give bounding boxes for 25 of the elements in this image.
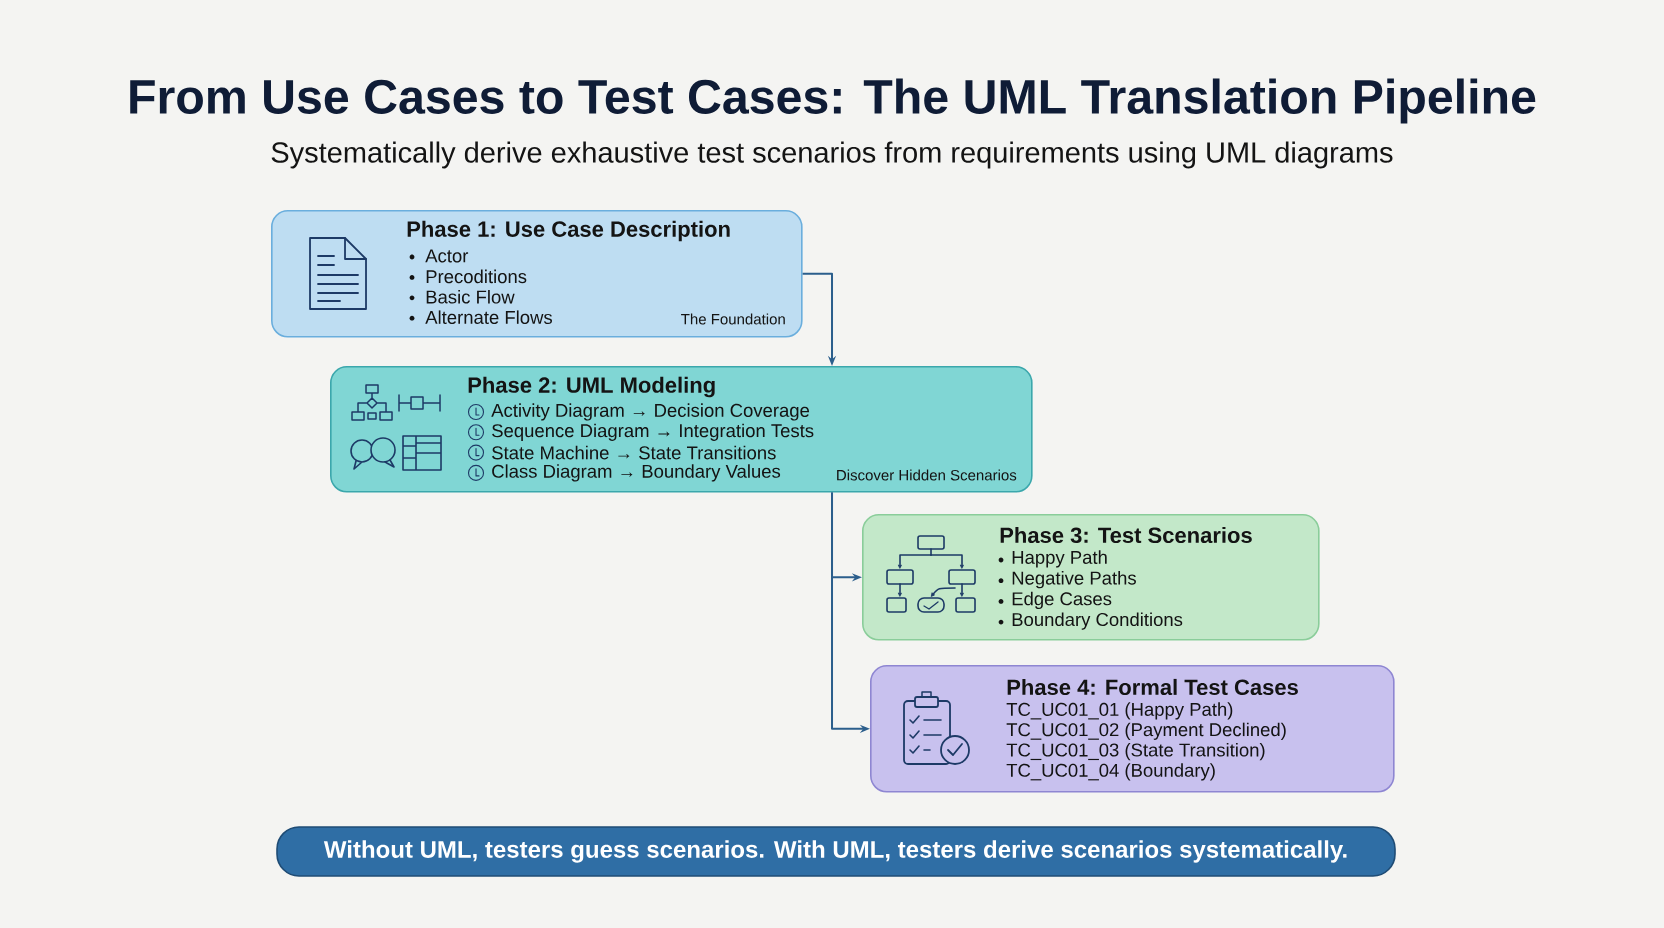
list-item: TC_UC01_01 (Happy Path) xyxy=(1006,702,1233,720)
list-item: Boundary Conditions xyxy=(1012,612,1183,630)
list-item: State Machine → State Transitions xyxy=(492,445,776,460)
list-item: Happy Path xyxy=(1012,550,1107,568)
list-item: TC_UC01_02 (Payment Declined) xyxy=(1006,722,1286,740)
heading: Phase 2: UML Modeling xyxy=(468,376,715,398)
list-item: Negative Paths xyxy=(1012,571,1136,589)
list-item: Class Diagram → Boundary Values xyxy=(492,464,781,482)
list-item: TC_UC01_04 (Boundary) xyxy=(1006,763,1215,781)
title: From Use Cases to Test Cases: The UML Translation Pipeline xyxy=(130,78,1536,124)
list-item: Alternate Flows xyxy=(425,310,552,324)
list-item: Edge Cases xyxy=(1012,591,1112,609)
banner: Without UML, testers guess scenarios. With UML, testers derive scenarios systematically. xyxy=(276,826,1396,877)
list-item: Sequence Diagram → Integration Tests xyxy=(492,423,814,441)
note: Discover Hidden Scenarios xyxy=(837,469,1017,481)
subtitle: Systematically derive exhaustive test scenarios from requirements using UML diagrams xyxy=(271,141,1393,169)
list-item: Basic Flow xyxy=(426,290,515,304)
list-item: Precoditions xyxy=(426,269,527,284)
heading: Phase 1: Use Case Description xyxy=(407,220,730,242)
list-item: Activity Diagram → Decision Coverage xyxy=(491,403,810,421)
note: The Foundation xyxy=(681,313,785,325)
list-item: TC_UC01_03 (State Transition) xyxy=(1006,742,1265,761)
list-item: Actor xyxy=(425,249,469,263)
heading: Phase 3: Test Scenarios xyxy=(1000,526,1252,544)
heading: Phase 4: Formal Test Cases xyxy=(1007,678,1298,696)
